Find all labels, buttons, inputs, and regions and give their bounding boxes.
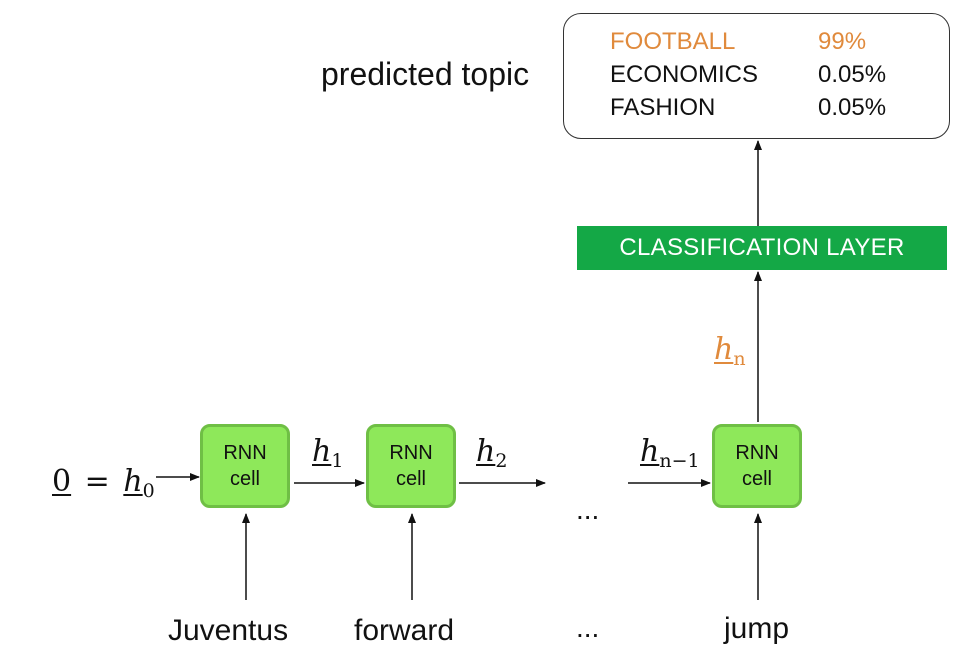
hidden-state-h1: h1 [312,434,343,472]
h0-subscript: 0 [142,480,155,502]
topic-name: FOOTBALL [610,28,736,55]
rnn-cell-1: RNN cell [200,424,290,508]
topic-prob: 0.05% [818,61,887,88]
rnn-cell-n: RNN cell [712,424,802,508]
predicted-topic-label: predicted topic [321,56,530,92]
input-ellipsis: ... [576,612,600,643]
cell-label-line2: cell [741,468,772,490]
topic-name: ECONOMICS [610,61,759,88]
cell-label-line2: cell [229,468,260,490]
cell-label-line2: cell [395,468,426,490]
rnn-cell-2: RNN cell [366,424,456,508]
initial-hidden-state: 0 = h0 [52,464,155,502]
hidden-state-hn: hn [714,332,746,370]
cell-label-line1: RNN [735,442,779,464]
classification-layer-label: CLASSIFICATION LAYER [619,234,905,261]
input-word-forward: forward [354,614,455,647]
prediction-result-box: FOOTBALL 99% ECONOMICS 0.05% FASHION 0.0… [563,13,950,139]
h1-subscript: 1 [331,450,344,472]
topic-name: FASHION [610,94,716,121]
h-symbol: h [123,464,143,499]
hn-subscript: n [733,348,746,370]
cell-label-line1: RNN [223,442,267,464]
hn-minus-1-subscript: n−1 [659,450,700,472]
topic-prob: 99% [818,28,867,55]
h-symbol: h [714,332,734,367]
h-symbol: h [640,434,660,469]
input-word-juventus: Juventus [168,614,289,647]
equals-sign: = [84,464,110,499]
h-symbol: h [312,434,332,469]
chain-ellipsis: ... [576,494,600,525]
zero-vector: 0 [52,464,72,499]
h2-subscript: 2 [495,450,508,472]
input-word-jump: jump [724,612,790,645]
h-symbol: h [476,434,496,469]
hidden-state-hn-minus-1: hn−1 [640,434,700,472]
topic-prob: 0.05% [818,94,887,121]
classification-layer: CLASSIFICATION LAYER [577,226,947,270]
cell-label-line1: RNN [389,442,433,464]
hidden-state-h2: h2 [476,434,507,472]
